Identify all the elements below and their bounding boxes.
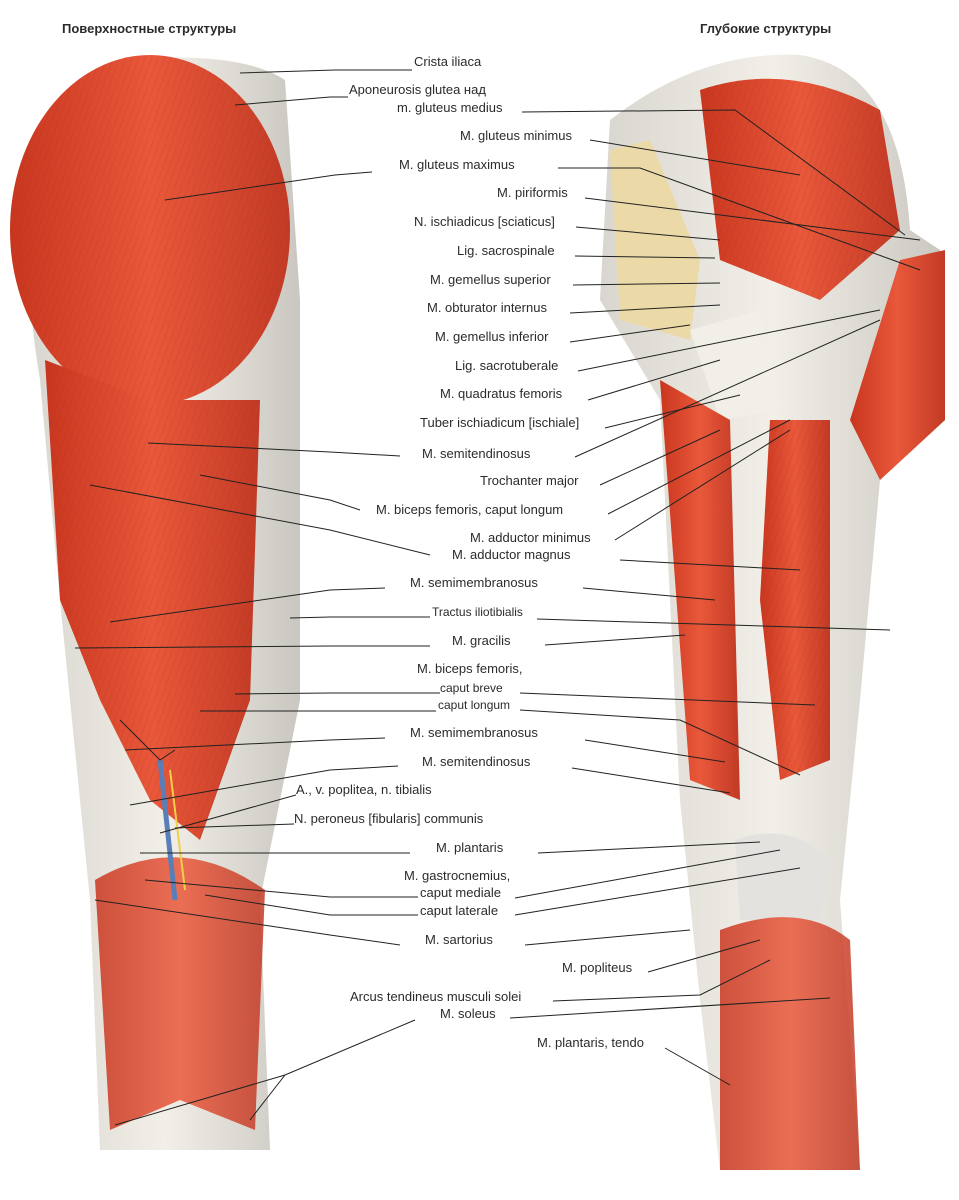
- label-biceps-femoris: M. biceps femoris,: [417, 661, 523, 676]
- label-semitendinosus-1: M. semitendinosus: [422, 446, 531, 461]
- label-lig-sacrotuberale: Lig. sacrotuberale: [455, 358, 559, 373]
- label-caput-longum: caput longum: [438, 698, 511, 712]
- label-tractus-iliotibialis: Tractus iliotibialis: [432, 605, 523, 619]
- title-superficial: Поверхностные структуры: [62, 21, 237, 36]
- label-quadratus-femoris: M. quadratus femoris: [440, 386, 563, 401]
- label-trochanter-major: Trochanter major: [480, 473, 579, 488]
- label-adductor-magnus: M. adductor magnus: [452, 547, 571, 562]
- label-gluteus-medius: m. gluteus medius: [397, 100, 503, 115]
- label-n-peroneus: N. peroneus [fibularis] communis: [294, 811, 484, 826]
- label-gemellus-superior: M. gemellus superior: [430, 272, 551, 287]
- label-gracilis: M. gracilis: [452, 633, 511, 648]
- label-semimembranosus-1: M. semimembranosus: [410, 575, 538, 590]
- label-lig-sacrospinale: Lig. sacrospinale: [457, 243, 555, 258]
- label-semitendinosus-2: M. semitendinosus: [422, 754, 531, 769]
- label-soleus: M. soleus: [440, 1006, 496, 1021]
- label-poplitea: A., v. poplitea, n. tibialis: [296, 782, 432, 797]
- left-leg-superficial: [10, 55, 300, 1150]
- label-gluteus-minimus: M. gluteus minimus: [460, 128, 572, 143]
- label-arcus-tendineus: Arcus tendineus musculi solei: [350, 989, 522, 1004]
- label-caput-mediale: caput mediale: [420, 885, 501, 900]
- label-aponeurosis-glutea: Aponeurosis glutea над: [349, 82, 486, 97]
- label-plantaris: M. plantaris: [436, 840, 504, 855]
- label-gastrocnemius: M. gastrocnemius,: [404, 868, 511, 883]
- label-crista-iliaca: Crista iliaca: [414, 54, 482, 69]
- title-deep: Глубокие структуры: [700, 21, 832, 36]
- label-sartorius: M. sartorius: [425, 932, 493, 947]
- label-obturator-internus: M. obturator internus: [427, 300, 547, 315]
- label-plantaris-tendo: M. plantaris, tendo: [537, 1035, 644, 1050]
- label-piriformis: M. piriformis: [497, 185, 568, 200]
- label-n-ischiadicus: N. ischiadicus [sciaticus]: [414, 214, 555, 229]
- label-gluteus-maximus: M. gluteus maximus: [399, 157, 515, 172]
- leader-lines: [74, 69, 921, 1126]
- label-adductor-minimus: M. adductor minimus: [470, 530, 591, 545]
- label-popliteus: M. popliteus: [562, 960, 633, 975]
- label-semimembranosus-2: M. semimembranosus: [410, 725, 538, 740]
- label-biceps-caput-longum: M. biceps femoris, caput longum: [376, 502, 564, 517]
- label-tuber-ischiadicum: Tuber ischiadicum [ischiale]: [420, 415, 580, 430]
- label-caput-breve: caput breve: [440, 681, 503, 695]
- label-caput-laterale: caput laterale: [420, 903, 499, 918]
- label-gemellus-inferior: M. gemellus inferior: [435, 329, 549, 344]
